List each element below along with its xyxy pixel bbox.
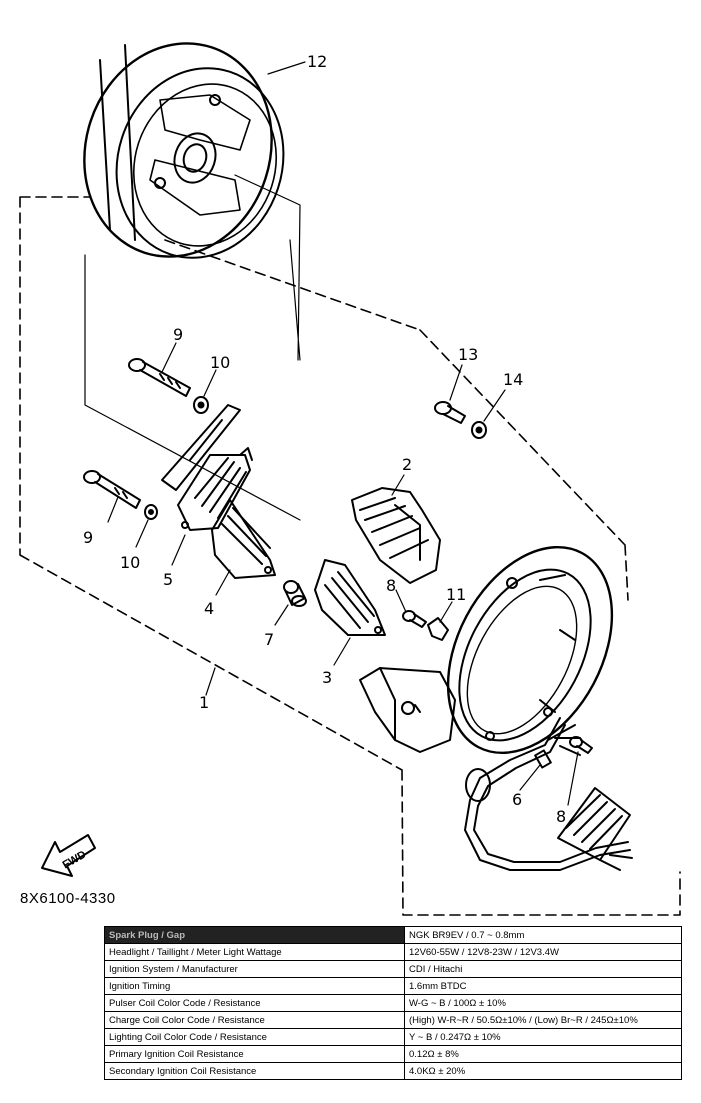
leader-8-upper — [395, 589, 407, 613]
callout-9: 9 — [173, 325, 183, 344]
flywheel-rotor — [83, 42, 285, 259]
washer-14 — [471, 421, 487, 439]
spec-value: 0.12Ω ± 8% — [404, 1045, 682, 1063]
rotor-leader-lines — [84, 174, 301, 521]
spec-label: Secondary Ignition Coil Resistance — [104, 1062, 405, 1080]
spec-label: Pulser Coil Color Code / Resistance — [104, 994, 405, 1012]
spec-value: W-G ~ B / 100Ω ± 10% — [404, 994, 682, 1012]
callout-2: 2 — [402, 455, 412, 474]
spec-value: CDI / Hitachi — [404, 960, 682, 978]
callout-10: 10 — [120, 553, 140, 572]
spec-row-header: Spark Plug / Gap NGK BR9EV / 0.7 ~ 0.8mm — [104, 926, 682, 944]
spec-row: Headlight / Taillight / Meter Light Watt… — [104, 943, 682, 961]
screw-8-upper — [402, 610, 427, 628]
wire-connector-block — [557, 787, 633, 871]
callout-8: 8 — [556, 807, 566, 826]
callout-4: 4 — [204, 599, 214, 618]
leader-12 — [267, 61, 306, 75]
assembly-boundary-dashed — [19, 196, 681, 916]
leader-7 — [274, 604, 289, 626]
leader-9-lower — [107, 496, 119, 523]
spec-header-label: Spark Plug / Gap — [104, 926, 405, 944]
leader-5 — [171, 534, 186, 566]
callout-11: 11 — [446, 585, 466, 604]
spec-label: Charge Coil Color Code / Resistance — [104, 1011, 405, 1029]
callout-14: 14 — [503, 370, 523, 389]
leader-11 — [439, 601, 453, 623]
leader-10-upper — [203, 369, 217, 397]
callout-5: 5 — [163, 570, 173, 589]
spec-value: 1.6mm BTDC — [404, 977, 682, 995]
coil-bracket-plate — [161, 404, 241, 491]
callout-3: 3 — [322, 668, 332, 687]
leader-13 — [449, 364, 463, 401]
collar-7 — [283, 580, 307, 607]
leader-3 — [333, 637, 351, 666]
coil-2 — [351, 487, 441, 584]
leader-9-upper — [161, 342, 177, 373]
spec-label: Ignition System / Manufacturer — [104, 960, 405, 978]
spec-label: Headlight / Taillight / Meter Light Watt… — [104, 943, 405, 961]
leader-14 — [483, 389, 506, 422]
coil-5 — [177, 447, 253, 531]
spec-label: Lighting Coil Color Code / Resistance — [104, 1028, 405, 1046]
washer-10-lower — [144, 504, 158, 520]
spec-value: Y ~ B / 0.247Ω ± 10% — [404, 1028, 682, 1046]
spec-row: Ignition Timing 1.6mm BTDC — [104, 977, 682, 995]
leader-8-lower — [567, 751, 579, 806]
spec-row: Lighting Coil Color Code / Resistance Y … — [104, 1028, 682, 1046]
leader-10-lower — [135, 519, 149, 548]
clamp-11 — [427, 617, 449, 641]
callout-9: 9 — [83, 528, 93, 547]
spec-row: Charge Coil Color Code / Resistance (Hig… — [104, 1011, 682, 1029]
screw-8-lower — [569, 736, 593, 754]
callout-12: 12 — [307, 52, 327, 71]
callout-1: 1 — [199, 693, 209, 712]
spec-value: (High) W-R~R / 50.5Ω±10% / (Low) Br~R / … — [404, 1011, 682, 1029]
coil-3 — [314, 559, 386, 636]
spec-row: Ignition System / Manufacturer CDI / Hit… — [104, 960, 682, 978]
washer-10-upper — [193, 396, 209, 414]
leader-6 — [519, 764, 541, 791]
spec-label: Ignition Timing — [104, 977, 405, 995]
bolt-9-lower — [83, 470, 141, 509]
fwd-label: FWD — [61, 849, 89, 872]
bolt-9-upper — [128, 358, 191, 397]
callout-13: 13 — [458, 345, 478, 364]
coil-4 — [211, 499, 276, 579]
leader-2 — [391, 474, 405, 496]
fwd-arrow-icon — [41, 834, 96, 877]
stator-base-plate — [359, 545, 614, 755]
callout-8: 8 — [386, 576, 396, 595]
callout-7: 7 — [264, 630, 274, 649]
specification-table: Spark Plug / Gap NGK BR9EV / 0.7 ~ 0.8mm… — [104, 926, 682, 1080]
callout-6: 6 — [512, 790, 522, 809]
spec-value: 4.0KΩ ± 20% — [404, 1062, 682, 1080]
screw-13 — [434, 401, 466, 424]
spec-header-value: NGK BR9EV / 0.7 ~ 0.8mm — [404, 926, 682, 944]
spec-label: Primary Ignition Coil Resistance — [104, 1045, 405, 1063]
leader-4 — [215, 569, 231, 596]
spec-row: Primary Ignition Coil Resistance 0.12Ω ±… — [104, 1045, 682, 1063]
leader-1 — [205, 667, 216, 696]
part-number: 8X6100-4330 — [20, 890, 116, 907]
spec-row: Pulser Coil Color Code / Resistance W-G … — [104, 994, 682, 1012]
spec-value: 12V60-55W / 12V8-23W / 12V3.4W — [404, 943, 682, 961]
callout-10: 10 — [210, 353, 230, 372]
spec-row: Secondary Ignition Coil Resistance 4.0KΩ… — [104, 1062, 682, 1080]
